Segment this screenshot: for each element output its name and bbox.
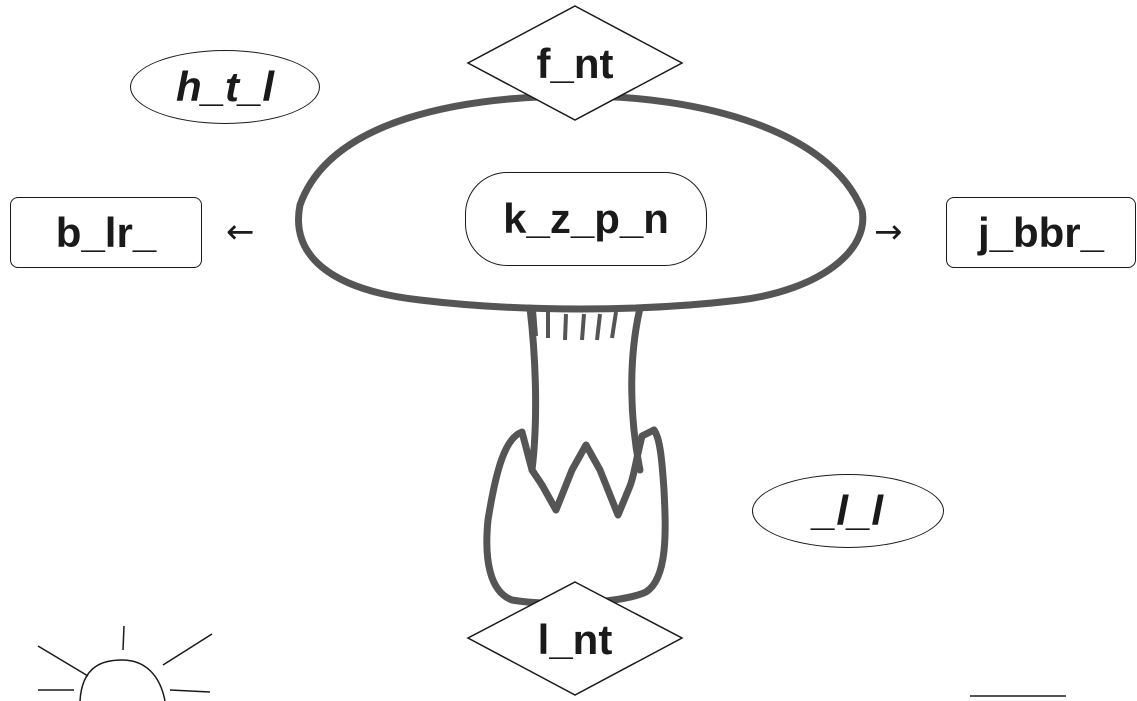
bottom-diamond-label: l_nt — [537, 616, 613, 663]
mushroom-volva — [483, 426, 669, 607]
left-arrow: ← — [226, 212, 255, 252]
sun-icon — [37, 625, 213, 701]
right-oval-label: _l_l — [752, 474, 944, 548]
bottom-diamond — [466, 581, 684, 696]
mushroom-cap — [295, 92, 867, 313]
top-left-oval-label: h_t_l — [130, 50, 320, 124]
top-diamond — [466, 5, 684, 121]
cap-center-label: k_z_p_n — [465, 172, 707, 266]
mushroom-gills — [532, 309, 618, 341]
right-arrow: → — [874, 212, 903, 252]
top-diamond-label: f_nt — [536, 40, 614, 87]
left-box-label: b_lr_ — [10, 197, 202, 268]
right-box-label: j_bbr_ — [946, 197, 1136, 268]
